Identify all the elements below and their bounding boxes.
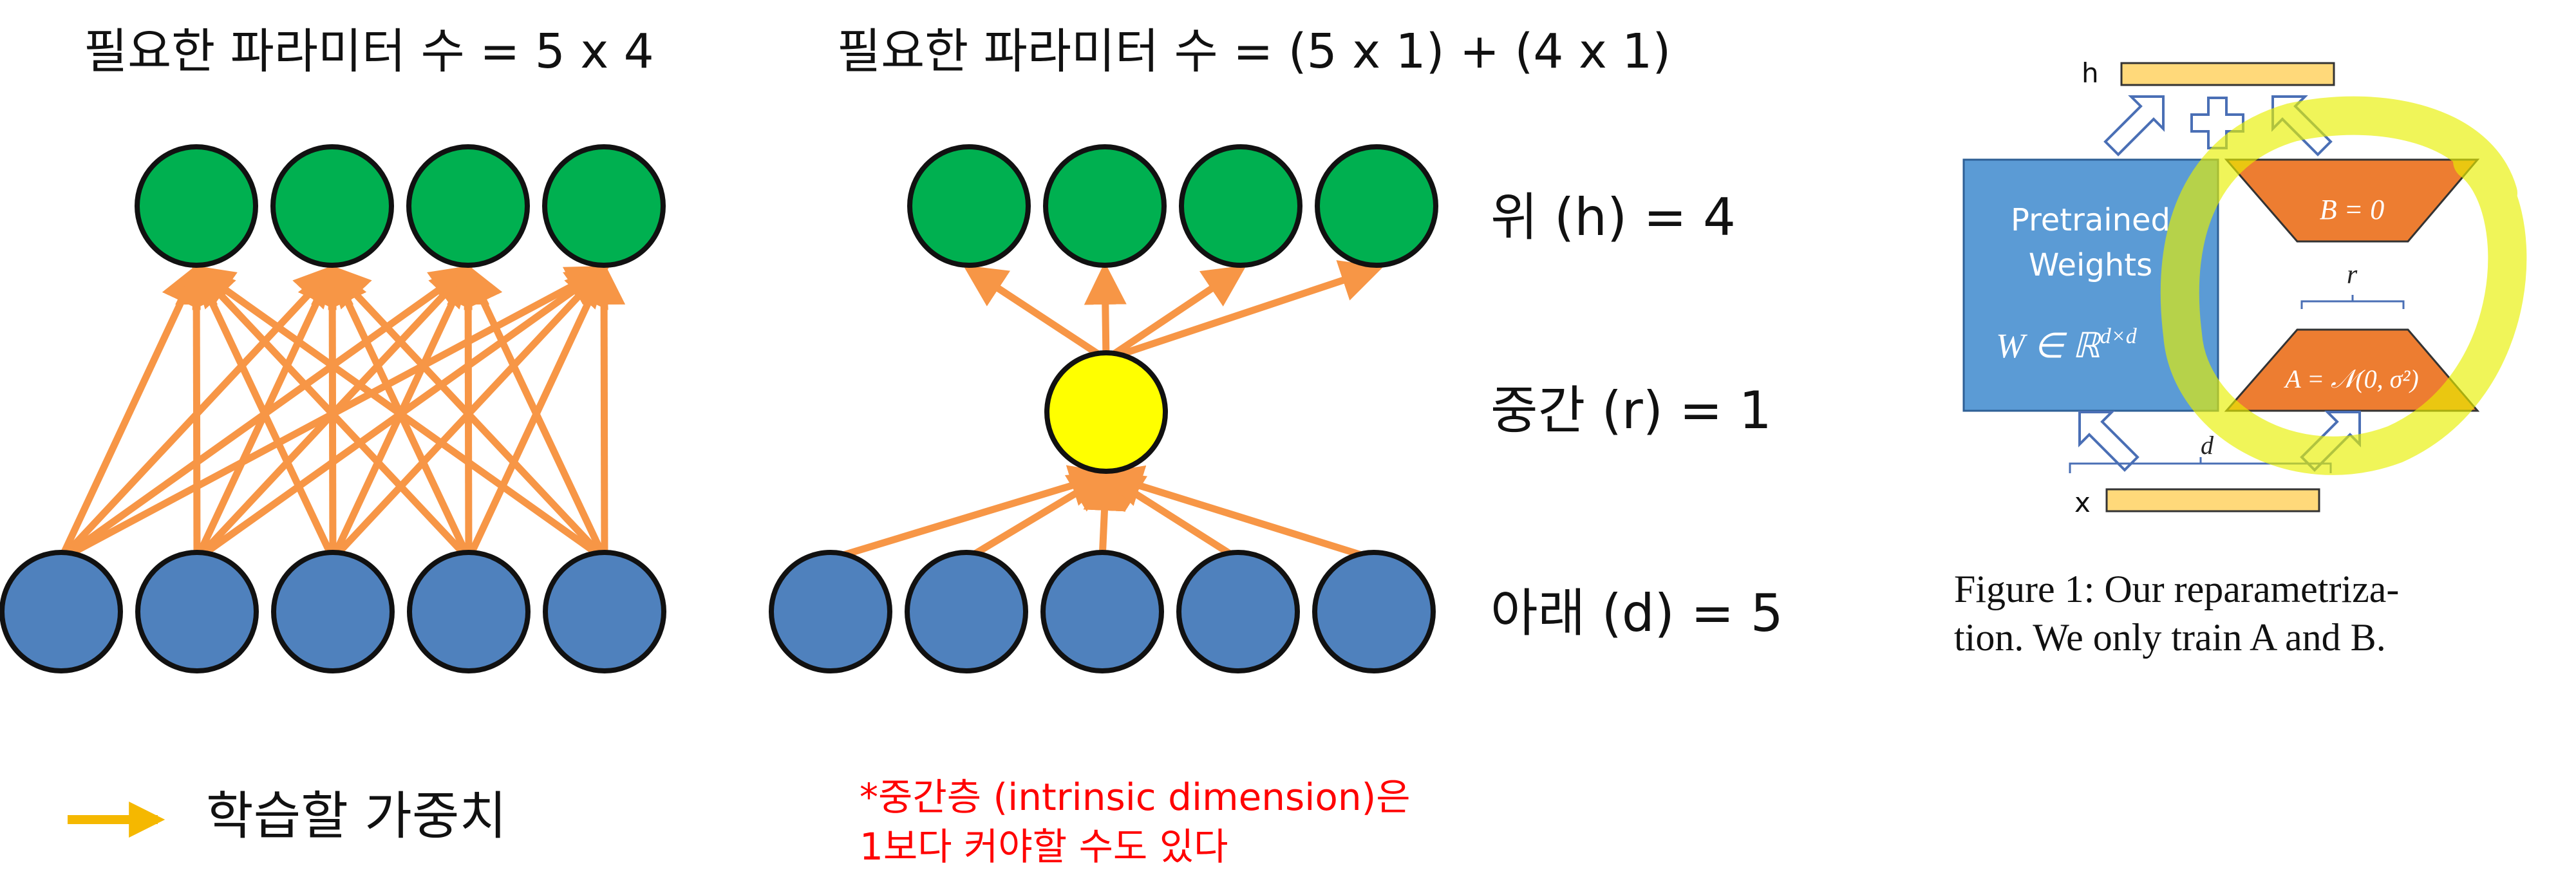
weight-edge	[327, 263, 608, 561]
full-panel-edges	[58, 262, 626, 562]
input-node	[407, 550, 531, 673]
up-projection-edge	[963, 265, 1109, 362]
output-node	[1315, 144, 1438, 268]
lora-panel-edges	[829, 260, 1384, 563]
lora-paper-figure: h Pretrained Weights W ∈ ℝd×d B = 0 r A …	[1954, 57, 2527, 659]
matrix-a-label: A = 𝒩(0, σ²)	[2283, 364, 2418, 393]
output-node	[135, 144, 258, 268]
figure-h-label: h	[2082, 57, 2099, 89]
output-node	[907, 144, 1031, 268]
label-bottom-d: 아래 (d) = 5	[1490, 583, 1783, 643]
lora-panel-nodes	[769, 144, 1438, 673]
input-node	[271, 550, 395, 673]
note-line-2: 1보다 커야할 수도 있다	[860, 825, 1228, 869]
weight-edge	[191, 263, 472, 561]
output-node	[406, 144, 530, 268]
input-node	[769, 550, 892, 673]
up-projection-edge	[1084, 262, 1127, 360]
note-line-1: *중간층 (intrinsic dimension)은	[860, 775, 1411, 819]
rank-brace	[2300, 295, 2405, 309]
output-node	[542, 144, 666, 268]
label-top-h: 위 (h) = 4	[1490, 187, 1736, 247]
down-projection-edge	[829, 465, 1113, 563]
dim-d-label: d	[2201, 431, 2214, 460]
input-node	[1312, 550, 1436, 673]
up-projection-edge	[1105, 260, 1384, 363]
rank-r-label: r	[2347, 260, 2358, 290]
output-node	[1043, 144, 1167, 268]
arrow-up-right-icon	[2103, 95, 2165, 156]
figure-caption-line-1: Figure 1: Our reparametriza-	[1954, 568, 2399, 610]
output-node	[1179, 144, 1302, 268]
matrix-b-block	[2224, 158, 2480, 243]
legend-label: 학습할 가중치	[206, 786, 507, 846]
weights-line-2: Weights	[2029, 247, 2152, 283]
full-panel-nodes	[0, 144, 666, 673]
highlighter-mark	[2160, 96, 2527, 475]
arrow-into-weights-icon	[2078, 411, 2139, 472]
down-projection-edge	[1083, 468, 1126, 559]
output-node	[270, 144, 394, 268]
bottleneck-node	[1044, 350, 1168, 474]
matrix-b-label: B = 0	[2320, 194, 2385, 225]
weights-formula: W ∈ ℝd×d	[1996, 324, 2138, 365]
figure-caption-line-2: tion. We only train A and B.	[1954, 616, 2386, 659]
input-node	[1040, 550, 1164, 673]
down-projection-edge	[964, 471, 1113, 562]
weight-edge	[175, 262, 218, 559]
weight-edge	[191, 265, 607, 562]
x-input-bar	[2105, 488, 2320, 512]
weight-edge	[583, 262, 626, 559]
input-node	[1176, 550, 1300, 673]
h-output-bar	[2120, 62, 2335, 86]
weight-edge	[464, 263, 608, 561]
input-node	[905, 550, 1028, 673]
figure-x-label: x	[2074, 487, 2091, 518]
down-projection-edge	[1100, 471, 1240, 562]
matrix-a-block	[2224, 328, 2480, 412]
input-node	[543, 550, 666, 673]
full-panel-title: 필요한 파라미터 수 = 5 x 4	[84, 24, 654, 79]
lora-panel-title: 필요한 파라미터 수 = (5 x 1) + (4 x 1)	[837, 24, 1671, 79]
weights-line-1: Pretrained	[2011, 202, 2170, 238]
weight-edge	[192, 263, 336, 561]
input-node	[0, 550, 123, 673]
input-node	[135, 550, 259, 673]
up-projection-edge	[1104, 265, 1247, 362]
label-middle-r: 중간 (r) = 1	[1490, 381, 1772, 440]
weight-edge	[58, 263, 201, 561]
down-projection-edge	[1099, 465, 1375, 563]
